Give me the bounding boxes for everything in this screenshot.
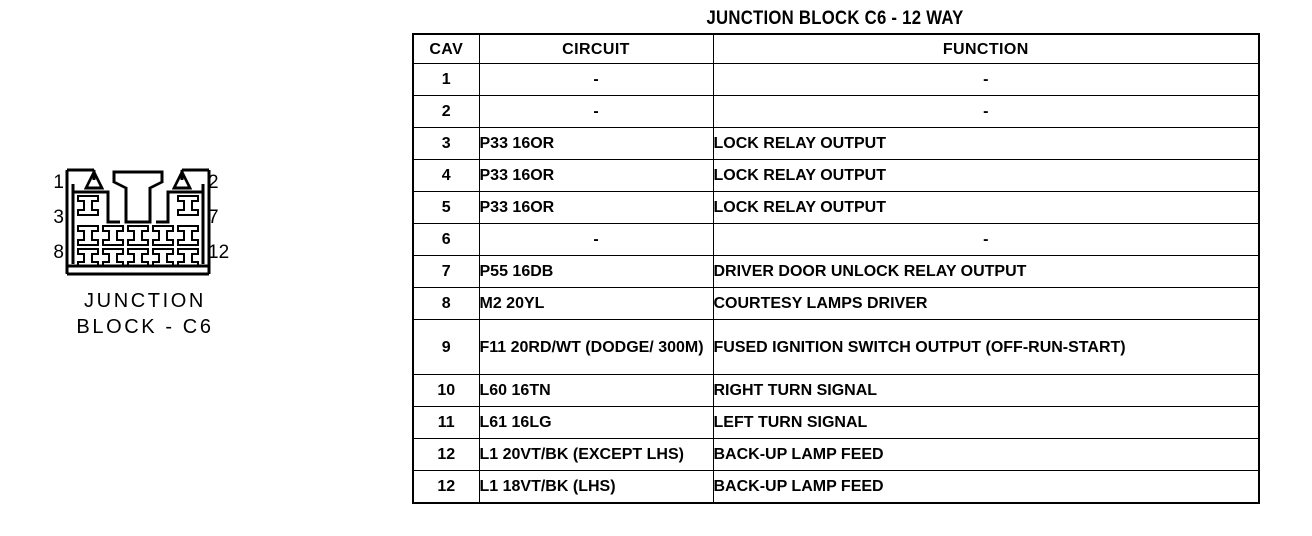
cell-circuit: P33 16OR [478,191,714,224]
cell-circuit: P33 16OR [478,127,714,160]
cell-cav: 1 [412,63,480,96]
cavity-6 [151,224,175,247]
pin-label-1: 1 [53,172,64,193]
cell-function: - [712,63,1260,96]
table-panel: JUNCTION BLOCK C6 - 12 WAY CAV CIRCUIT F… [412,0,1262,536]
cell-function: - [712,95,1260,128]
cell-circuit: - [478,63,714,96]
cell-function: LOCK RELAY OUTPUT [712,159,1260,192]
table-row: 1-- [412,63,1260,96]
cell-circuit: L1 20VT/BK (EXCEPT LHS) [478,438,714,471]
cavity-8 [76,247,100,268]
cell-function: LOCK RELAY OUTPUT [712,127,1260,160]
cavity-11 [151,247,175,268]
latch-wedge-left [83,169,105,190]
pin-label-3: 3 [53,207,64,228]
cavity-3 [76,224,100,247]
cell-circuit: L1 18VT/BK (LHS) [478,470,714,503]
cell-cav: 6 [412,223,480,256]
cavity-12 [176,247,200,268]
cavity-4 [101,224,125,247]
cavity-9 [101,247,125,268]
cavity-1 [76,194,100,217]
cell-function: LEFT TURN SIGNAL [712,406,1260,439]
connector-caption-line-2: BLOCK - C6 [76,316,214,338]
cavity-10 [126,247,150,268]
pin-label-8: 8 [53,242,64,263]
pin-label-2: 2 [208,172,219,193]
connector-diagram: 1 3 8 2 7 12 [30,160,255,280]
cell-function: - [712,223,1260,256]
cell-circuit: L60 16TN [478,374,714,407]
cell-cav: 5 [412,191,480,224]
connector-caption-line-1: JUNCTION [84,290,206,312]
cell-cav: 3 [412,127,480,160]
housing-shoulders [73,190,203,224]
pin-label-12: 12 [208,242,230,263]
cell-function: BACK-UP LAMP FEED [712,470,1260,503]
cell-function: FUSED IGNITION SWITCH OUTPUT (OFF-RUN-ST… [712,319,1260,375]
cell-cav: 10 [412,374,480,407]
cell-cav: 11 [412,406,480,439]
cavity-7 [176,224,200,247]
cell-cav: 4 [412,159,480,192]
cell-circuit: F11 20RD/WT (DODGE/ 300M) [478,319,714,375]
cell-circuit: - [478,95,714,128]
cell-function: RIGHT TURN SIGNAL [712,374,1260,407]
cell-cav: 2 [412,95,480,128]
cell-circuit: P55 16DB [478,255,714,288]
cell-circuit: M2 20YL [478,287,714,320]
cell-cav: 12 [412,470,480,503]
table-title: JUNCTION BLOCK C6 - 12 WAY [706,8,964,29]
table-row: 6-- [412,223,1260,256]
cell-cav: 9 [412,319,480,375]
pin-label-7: 7 [208,207,219,228]
cell-cav: 7 [412,255,480,288]
table-row: 2-- [412,95,1260,128]
column-header-cav: CAV [412,33,480,64]
cell-function: COURTESY LAMPS DRIVER [712,287,1260,320]
cavity-2 [176,194,200,217]
center-locking-tab [112,170,164,224]
latch-wedge-right [171,169,193,190]
table-header-row: CAV CIRCUIT FUNCTION [412,33,1260,64]
connector-caption: JUNCTION BLOCK - C6 [20,288,270,340]
connector-panel: 1 3 8 2 7 12 [0,0,400,536]
cell-function: LOCK RELAY OUTPUT [712,191,1260,224]
cell-circuit: P33 16OR [478,159,714,192]
cell-function: DRIVER DOOR UNLOCK RELAY OUTPUT [712,255,1260,288]
cell-cav: 8 [412,287,480,320]
cell-function: BACK-UP LAMP FEED [712,438,1260,471]
cavity-5 [126,224,150,247]
cell-cav: 12 [412,438,480,471]
column-header-circuit: CIRCUIT [478,33,714,64]
connector-body-svg [65,168,211,276]
cell-circuit: - [478,223,714,256]
cell-circuit: L61 16LG [478,406,714,439]
column-header-function: FUNCTION [712,33,1260,64]
